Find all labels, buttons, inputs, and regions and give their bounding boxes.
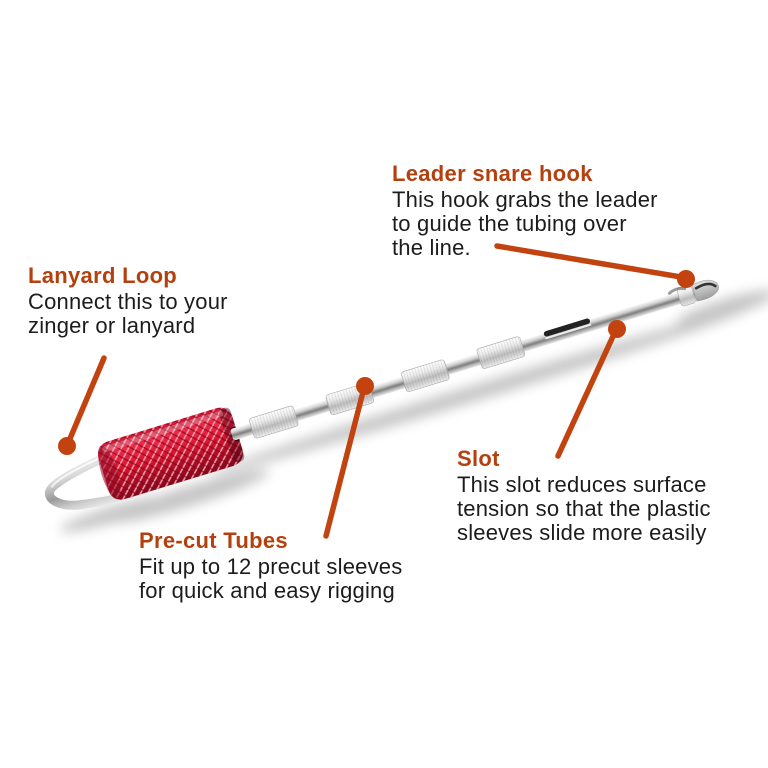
annotation-title: Pre-cut Tubes [139, 528, 288, 553]
leader-line-snare-hook [494, 243, 684, 280]
annotation-lanyard-loop: Lanyard Loop Connect this to your zinger… [28, 264, 228, 338]
callout-dot-snare-hook [677, 270, 695, 288]
callout-dot-slot [608, 320, 626, 338]
slot-opening [543, 318, 592, 340]
annotation-pre-cut-tubes: Pre-cut Tubes Fit up to 12 precut sleeve… [139, 529, 402, 603]
annotation-text-line: for quick and easy rigging [139, 578, 395, 603]
callouts [58, 243, 695, 539]
leader-line-lanyard-loop [66, 355, 107, 444]
callout-dot-pre-cut-tubes [356, 377, 374, 395]
annotation-text-line: to guide the tubing over [392, 211, 627, 236]
handle-end-cap [98, 445, 121, 500]
annotation-title: Lanyard Loop [28, 263, 178, 288]
annotation-text-line: the line. [392, 235, 471, 260]
callout-dot-lanyard-loop [58, 437, 76, 455]
annotation-slot: Slot This slot reduces surface tension s… [457, 447, 711, 545]
annotation-text-line: tension so that the plastic [457, 496, 711, 521]
leader-snare-hook-tip [667, 279, 719, 302]
hook-eye [694, 282, 717, 290]
annotation-text-line: Fit up to 12 precut sleeves [139, 554, 403, 579]
leader-line-slot [555, 329, 618, 459]
annotation-text-line: This slot reduces surface [457, 472, 707, 497]
leader-line-pre-cut-tubes [323, 385, 367, 539]
annotation-title: Slot [457, 446, 500, 471]
annotation-text-line: This hook grabs the leader [392, 187, 658, 212]
pre-cut-tube-sleeves [249, 336, 526, 439]
metal-shaft [230, 282, 717, 440]
annotation-leader-snare-hook: Leader snare hook This hook grabs the le… [392, 162, 658, 260]
annotation-text-line: sleeves slide more easily [457, 520, 707, 545]
annotation-title: Leader snare hook [392, 161, 593, 186]
annotation-text-line: Connect this to your [28, 289, 228, 314]
tool-shadow [60, 290, 768, 533]
annotation-text-line: zinger or lanyard [28, 313, 196, 338]
